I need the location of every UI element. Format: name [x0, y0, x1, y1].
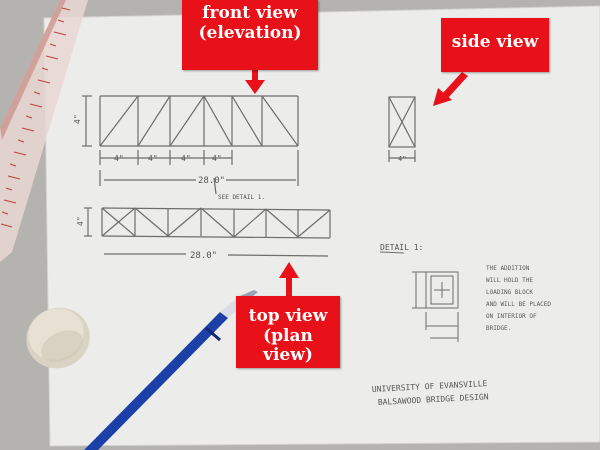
detail-title: DETAIL 1:	[380, 243, 423, 252]
detail-drawing	[379, 251, 459, 342]
top-height-dim: 4"	[76, 216, 85, 226]
detail-note-line: THE ADDITION	[486, 265, 530, 272]
side-view-box	[388, 96, 416, 162]
top-view-truss	[84, 207, 331, 257]
front-view-labels: 4" 4" 4" 4" 4" 28.0" SEE DETAIL 1.	[73, 114, 265, 201]
detail-note-line: AND WILL BE PLACED	[486, 301, 551, 308]
front-height-dim: 4"	[73, 114, 82, 124]
arrow-down-left-icon	[433, 72, 468, 106]
eraser	[26, 307, 90, 369]
side-width-dim: 4"	[398, 155, 406, 163]
detail-note-line: ON INTERIOR OF	[486, 313, 537, 320]
callout-top-line1: top view	[248, 306, 328, 326]
top-length-dim: 28.0"	[190, 251, 217, 261]
paper-sheet	[43, 5, 600, 447]
detail-note-line: LOADING BLOCK	[486, 289, 533, 296]
callout-arrows	[245, 70, 468, 296]
detail-note: THE ADDITION WILL HOLD THE LOADING BLOCK…	[486, 265, 551, 332]
callout-side-line1: side view	[451, 32, 539, 52]
detail-note-line: BRIDGE.	[486, 325, 511, 332]
front-view-truss	[82, 95, 299, 195]
callout-front-line1: front view	[202, 3, 298, 23]
callout-side-view: side view	[441, 18, 549, 72]
front-dim-1: 4"	[114, 154, 124, 163]
callout-front-view: front view (elevation)	[182, 0, 318, 70]
see-detail-note: SEE DETAIL 1.	[218, 194, 265, 201]
arrow-up-icon	[279, 262, 299, 296]
top-view-labels: 4" 28.0"	[76, 216, 217, 261]
detail-note-line: WILL HOLD THE	[486, 277, 533, 284]
front-dim-2: 4"	[148, 154, 158, 163]
front-dim-4: 4"	[212, 154, 222, 163]
ruler	[0, 0, 88, 262]
front-dim-3: 4"	[181, 154, 191, 163]
callout-front-line2: (elevation)	[198, 22, 302, 43]
arrow-down-icon	[245, 70, 265, 94]
front-length-dim: 28.0"	[198, 176, 225, 186]
callout-top-line2: (plan view)	[263, 325, 313, 366]
callout-top-view: top view (plan view)	[236, 296, 340, 368]
